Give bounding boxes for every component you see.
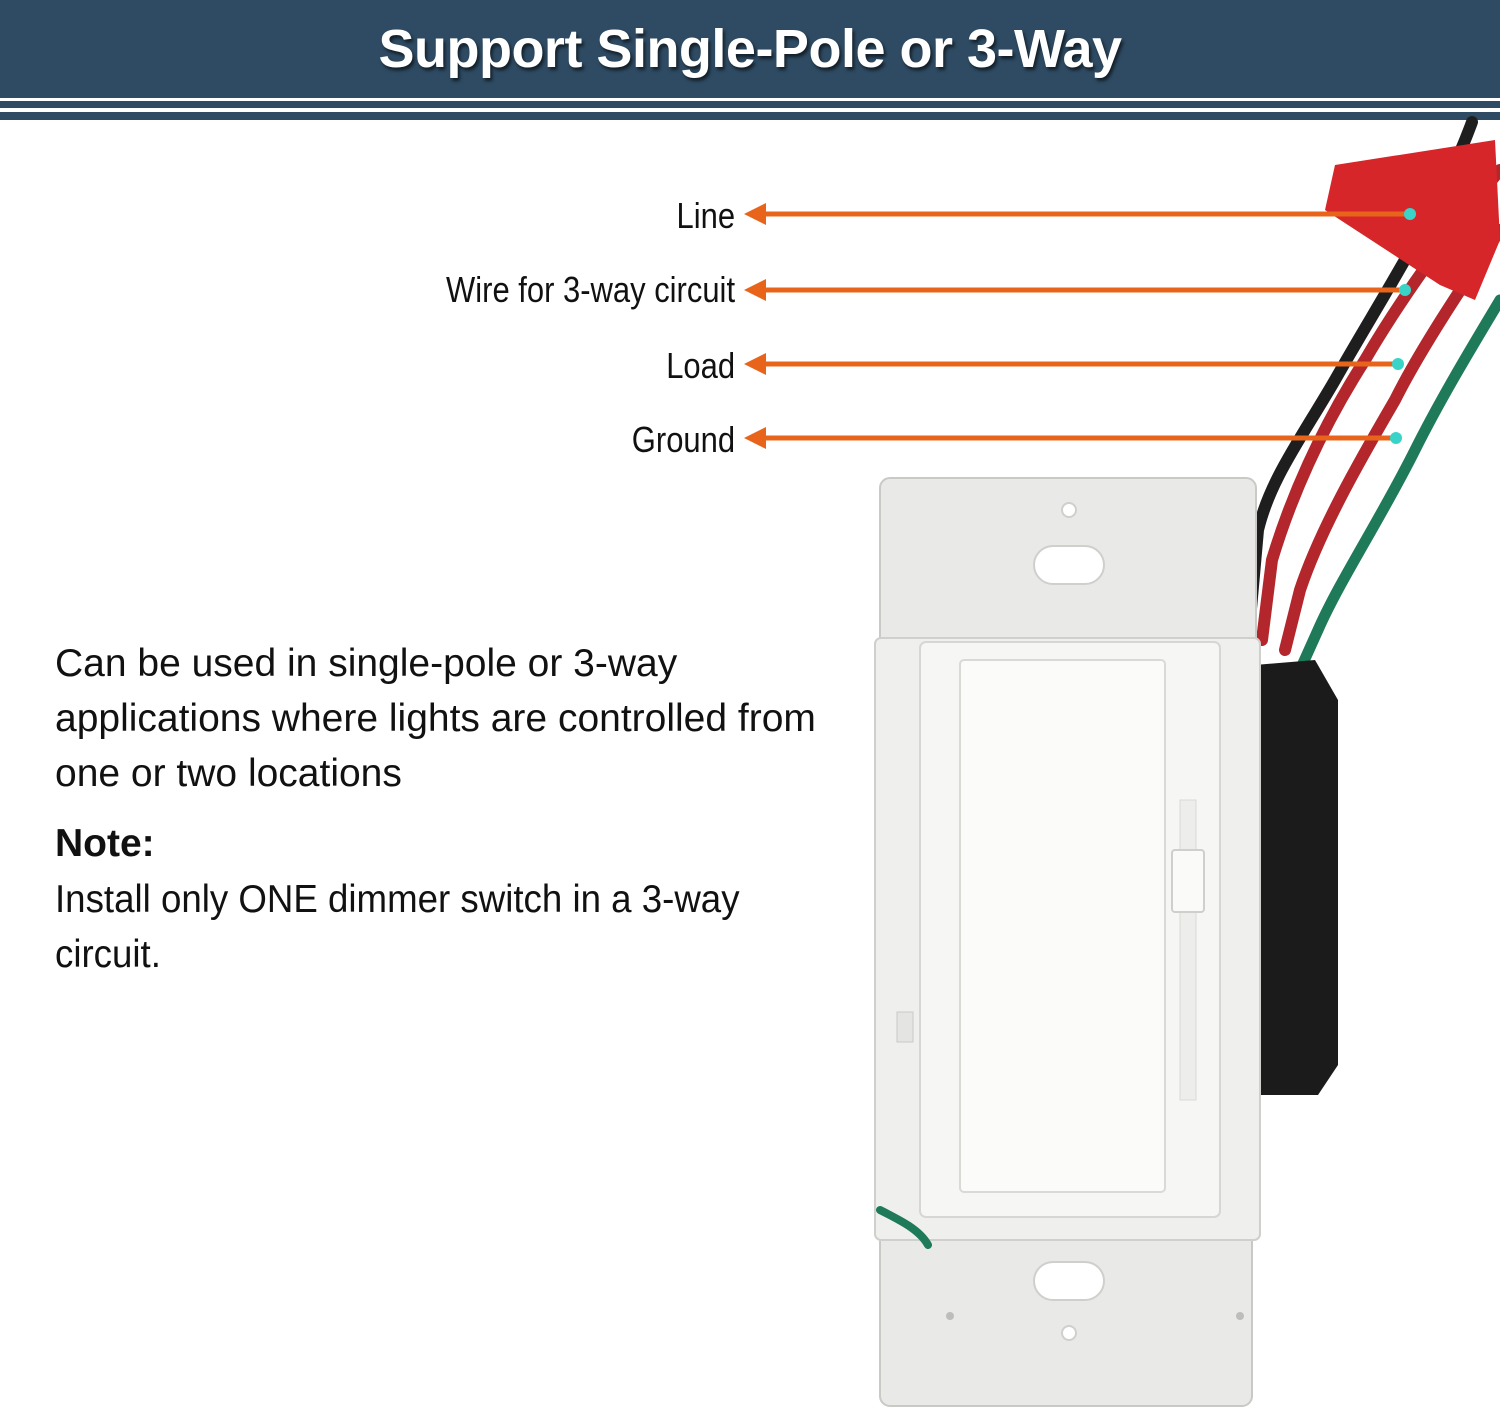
dimmer-slider-track <box>1179 799 1197 1101</box>
rocker-paddle <box>959 659 1166 1193</box>
three-way-marker <box>1399 284 1411 296</box>
wire-label-line: Line <box>676 195 735 236</box>
wire-label-ground: Ground <box>631 419 735 460</box>
green-wire <box>1294 294 1500 676</box>
description-text: Can be used in single-pole or 3-way appl… <box>55 642 816 795</box>
wire-label-3way: Wire for 3-way circuit <box>445 269 735 310</box>
header-rule <box>0 101 1500 108</box>
preset-switch <box>896 1011 914 1043</box>
switch-body-back <box>1255 660 1338 1095</box>
dimmer-slider-handle <box>1171 849 1205 913</box>
page-title: Support Single-Pole or 3-Way <box>378 19 1122 79</box>
three-way-arrowhead <box>744 279 766 301</box>
line-arrowhead <box>744 203 766 225</box>
note-text: Install only ONE dimmer switch in a 3-wa… <box>55 878 740 976</box>
callout-arrows <box>744 203 1410 449</box>
wire-tag <box>1325 140 1500 300</box>
header-banner: Support Single-Pole or 3-Way <box>0 0 1500 98</box>
note-heading: Note: <box>55 822 155 865</box>
wire-markers <box>1390 208 1416 444</box>
ground-arrowhead <box>744 427 766 449</box>
header-rule <box>0 112 1500 120</box>
load-marker <box>1392 358 1404 370</box>
line-marker <box>1404 208 1416 220</box>
wire-label-load: Load <box>666 345 735 386</box>
ground-pigtail <box>876 1206 932 1249</box>
load-arrowhead <box>744 353 766 375</box>
ground-marker <box>1390 432 1402 444</box>
